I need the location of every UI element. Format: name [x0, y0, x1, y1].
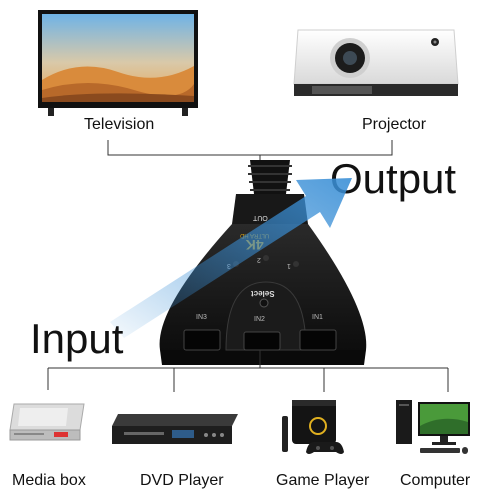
- hdmi-switch-image: [159, 160, 367, 365]
- television-label: Television: [84, 116, 155, 133]
- port-in1-label: IN1: [312, 314, 323, 321]
- media-box-icon: [9, 403, 85, 441]
- desktop-computer-icon: [396, 400, 470, 454]
- game-console-icon: [282, 400, 344, 454]
- device-label-computer: Computer: [400, 472, 471, 489]
- port-in2-label: IN2: [254, 316, 265, 323]
- device-label-dvd-player: DVD Player: [140, 472, 224, 489]
- device-label-media-box: Media box: [12, 472, 86, 489]
- television-image: [38, 10, 198, 116]
- input-heading: Input: [30, 315, 124, 362]
- projector-label: Projector: [362, 116, 427, 133]
- projector-image: [293, 29, 459, 96]
- device-label-game-player: Game Player: [276, 472, 370, 489]
- port-in3-label: IN3: [196, 314, 207, 321]
- dvd-player-icon: [112, 414, 238, 444]
